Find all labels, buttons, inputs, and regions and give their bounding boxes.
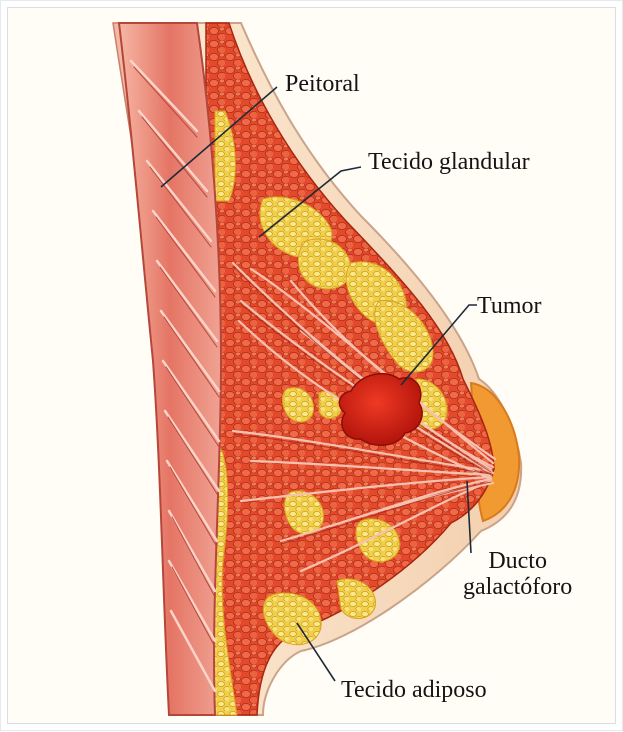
label-tecido-glandular: Tecido glandular bbox=[368, 149, 530, 175]
label-ducto-line1: Ducto bbox=[463, 548, 572, 574]
label-tumor: Tumor bbox=[477, 293, 541, 319]
label-ducto-line2: galactóforo bbox=[463, 574, 572, 600]
label-peitoral: Peitoral bbox=[285, 71, 360, 97]
label-tecido-adiposo: Tecido adiposo bbox=[341, 677, 487, 703]
label-ducto-galactoforo: Ducto galactóforo bbox=[463, 548, 572, 601]
